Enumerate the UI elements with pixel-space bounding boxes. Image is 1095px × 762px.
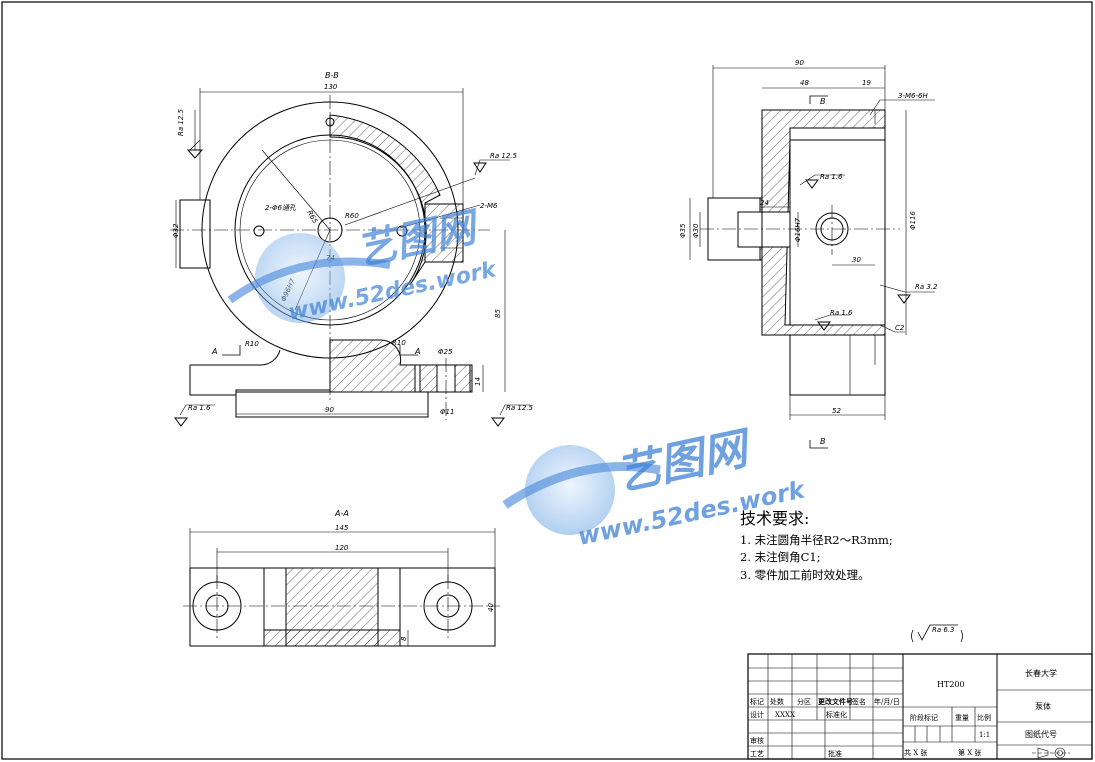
dim-phi16h7: Φ16H7 (794, 217, 802, 242)
requirement-1: 1. 未注圆角半径R2～R3mm; (740, 533, 893, 547)
tb-mark: 标记 (750, 697, 764, 706)
base-plate (235, 391, 429, 418)
dim-c2: C2 (895, 324, 905, 332)
view-side (689, 65, 935, 449)
requirement-3: 3. 零件加工前时效处理。 (740, 568, 870, 582)
tb-design: 设计 (750, 710, 764, 719)
dim-40: 40 (487, 603, 495, 612)
dim-phi30: Φ30 (692, 223, 700, 238)
hole-left (253, 225, 265, 237)
dim-19: 19 (862, 79, 871, 87)
ring-section-hatch (329, 114, 441, 286)
dim-2m6: 2-M6 (480, 202, 498, 210)
ra-125-c: Ra 12.5 (177, 108, 185, 136)
tb-sign: 签名 (852, 697, 866, 706)
ra-16-b: Ra 1.6 (820, 173, 843, 181)
dim-r10-left: R10 (245, 340, 259, 348)
arrow-b-bottom: B (820, 437, 826, 446)
ra-63: Ra 6.3 (932, 626, 955, 634)
requirement-2: 2. 未注倒角C1; (740, 550, 821, 564)
dim-120: 120 (335, 544, 349, 552)
tb-university: 长春大学 (1025, 668, 1057, 678)
section-aa-title: A-A (334, 509, 349, 518)
ra-125-b: Ra 12.5 (506, 404, 534, 412)
arrow-b-top: B (820, 97, 826, 106)
general-roughness (911, 624, 963, 643)
title-block (747, 653, 1093, 760)
dim-30: 30 (852, 256, 861, 264)
tb-approve: 批准 (828, 749, 842, 758)
right-boss (424, 203, 464, 263)
tb-drawing-no: 图纸代号 (1025, 729, 1057, 739)
tb-count: 处数 (770, 697, 784, 706)
dim-phi35: Φ35 (679, 223, 687, 238)
dim-14: 14 (474, 377, 482, 386)
dim-130: 130 (324, 83, 338, 91)
base-left (189, 365, 330, 396)
dim-phi116: Φ116 (909, 211, 917, 230)
tb-scale: 1:1 (979, 731, 990, 739)
tb-standard: 标准化 (826, 710, 847, 719)
tb-material: HT200 (937, 680, 965, 689)
tb-sheet-no: 第 X 张 (958, 748, 981, 757)
ra-125-a: Ra 12.5 (490, 152, 518, 160)
tb-ratio: 比例 (977, 713, 991, 722)
dim-r65: R65 (305, 209, 319, 225)
ra-16-a: Ra 1.6 (188, 404, 211, 412)
left-boss (179, 199, 211, 269)
arrow-a-right: A (414, 347, 420, 356)
tb-sheets-total: 共 X 张 (904, 748, 927, 757)
dim-phi11: Φ11 (440, 408, 454, 416)
requirements-title: 技术要求: (740, 509, 809, 528)
hole-right (396, 225, 408, 237)
dim-3m6: 3-M6-6H (898, 92, 928, 100)
dim-r60: R60 (345, 212, 359, 220)
view-aa (183, 528, 500, 647)
side-foot (789, 334, 886, 396)
dim-90-base: 90 (325, 406, 334, 414)
ra-32: Ra 3.2 (915, 283, 938, 291)
tb-design-name: XXXX (775, 711, 795, 719)
watermark-logo-1 (227, 233, 391, 323)
tb-process: 工艺 (750, 750, 764, 758)
dim-phi25: Φ25 (438, 348, 453, 356)
view-bb (170, 88, 530, 427)
tb-stage-mark: 阶段标记 (910, 713, 938, 722)
tb-change-doc: 更改文件号 (818, 697, 853, 706)
tb-date: 年/月/日 (874, 697, 900, 706)
arrow-a-left: A (211, 347, 217, 356)
dim-phi32: Φ32 (172, 223, 180, 238)
watermark-logo-2 (502, 445, 661, 535)
dim-48: 48 (800, 79, 809, 87)
tb-part-name: 泵体 (1035, 701, 1051, 711)
dim-90-top: 90 (795, 59, 804, 67)
tb-zone: 分区 (797, 697, 811, 706)
dim-85: 85 (494, 309, 502, 318)
dim-52: 52 (832, 407, 841, 415)
dim-8: 8 (400, 636, 408, 641)
dim-holes: 2-Φ6通孔 (265, 204, 297, 212)
dim-24: 24 (760, 199, 769, 207)
dim-r10-right: R10 (392, 339, 406, 347)
tb-weight: 重量 (955, 714, 969, 722)
ra-16-c: Ra 1.6 (830, 309, 853, 317)
tb-review: 审核 (750, 736, 764, 745)
dim-145: 145 (335, 524, 349, 532)
section-bb-title: B-B (325, 71, 339, 80)
